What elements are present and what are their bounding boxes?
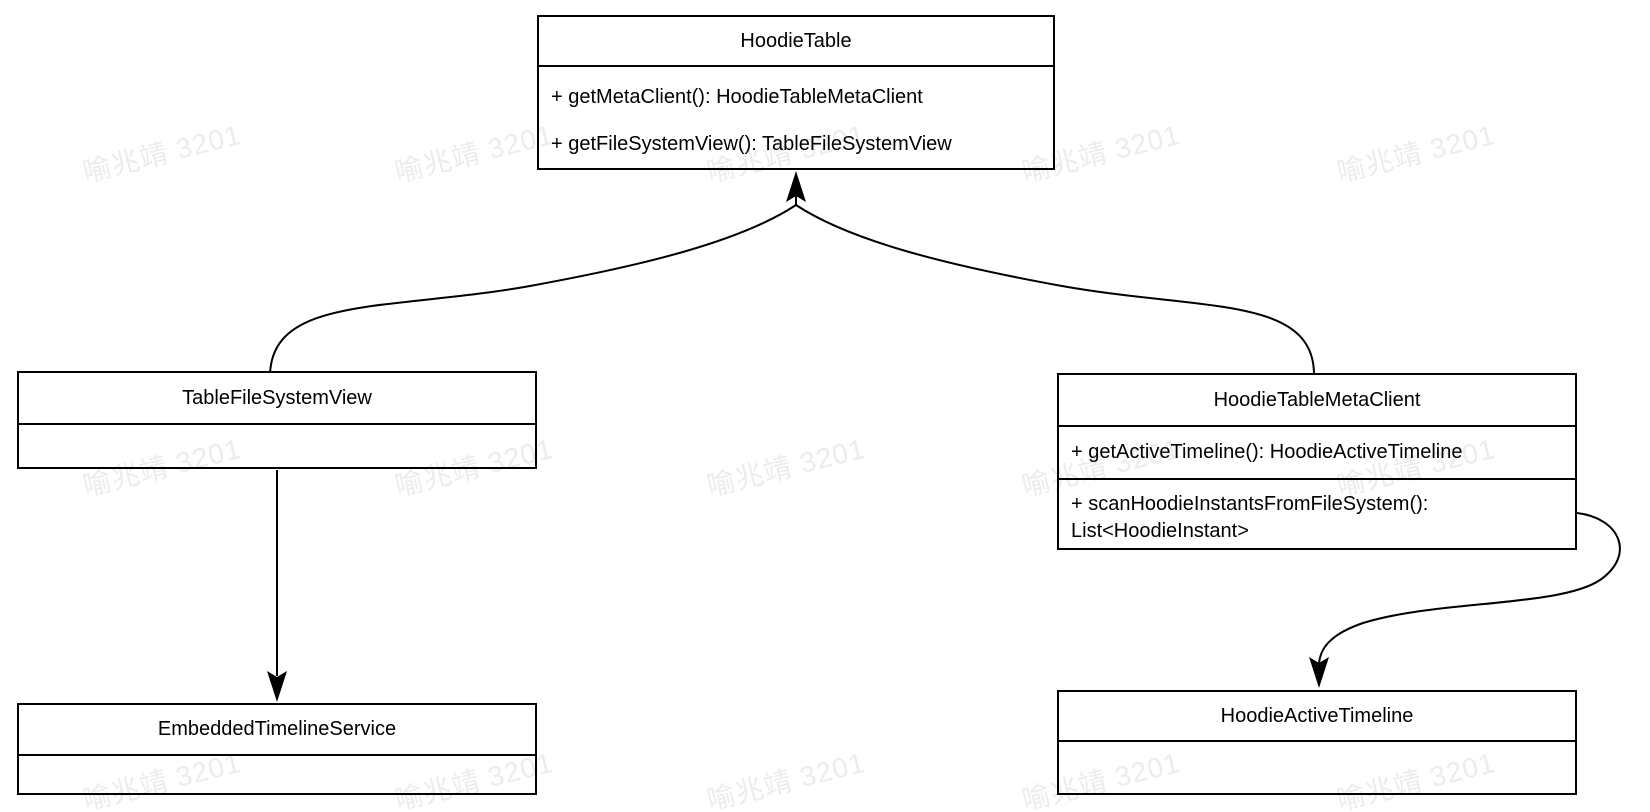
class-box-hoodie-table-meta-client: HoodieTableMetaClient + getActiveTimelin… [1057,373,1577,550]
class-box-table-file-system-view: TableFileSystemView [17,371,537,469]
arrowhead-down-into-embeddedtimelineservice [267,671,287,702]
connector-tablefilesystemview-to-hoodietable [269,204,797,376]
connector-hoodietablemetaclient-to-hoodieactivetimeline [1318,512,1621,665]
class-title-hoodie-active-timeline: HoodieActiveTimeline [1059,692,1575,742]
method-scan-hoodie-instants: + scanHoodieInstantsFromFileSystem(): Li… [1071,493,1429,542]
empty-compartment [19,756,535,793]
method-get-meta-client: + getMetaClient(): HoodieTableMetaClient [551,86,923,108]
empty-compartment [1059,742,1575,793]
method-get-file-system-view: + getFileSystemView(): TableFileSystemVi… [551,133,952,155]
class-title-embedded-timeline-service: EmbeddedTimelineService [19,705,535,756]
class-title-hoodie-table: HoodieTable [539,17,1053,67]
arrowhead-down-into-hoodieactivetimeline [1309,657,1329,688]
class-box-hoodie-active-timeline: HoodieActiveTimeline [1057,690,1577,795]
empty-compartment [19,425,535,467]
class-box-embedded-timeline-service: EmbeddedTimelineService [17,703,537,795]
method-get-active-timeline: + getActiveTimeline(): HoodieActiveTimel… [1059,427,1575,480]
class-box-hoodie-table: HoodieTable + getMetaClient(): HoodieTab… [537,15,1055,170]
class-title-table-file-system-view: TableFileSystemView [19,373,535,425]
class-methods-hoodie-table: + getMetaClient(): HoodieTableMetaClient… [539,67,1053,168]
arrowhead-up-into-hoodietable [786,171,806,202]
connector-hoodietablemetaclient-to-hoodietable [795,204,1316,378]
class-title-hoodie-table-meta-client: HoodieTableMetaClient [1059,375,1575,427]
